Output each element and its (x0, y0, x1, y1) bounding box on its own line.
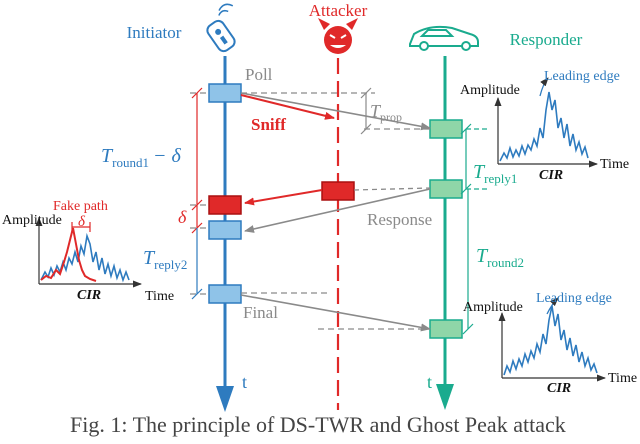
cir-left-delta: δ (78, 214, 86, 230)
cir-top-ylabel: Amplitude (460, 83, 520, 98)
attacker-label: Attacker (309, 1, 368, 20)
t-reply2-label: Treply2 (143, 247, 187, 272)
t-prop-bracket (360, 87, 372, 135)
t-reply1-label: Treply1 (473, 161, 517, 186)
final-label: Final (243, 303, 278, 322)
cir-bottom-annotation: Leading edge (536, 291, 612, 306)
cir-bottom-ylabel: Amplitude (463, 300, 523, 315)
cir-plot-bottom: Amplitude Leading edge CIR Time (463, 291, 637, 396)
response-arrow (244, 188, 431, 233)
t-reply1-bracket (460, 123, 488, 195)
cir-left-delta-bracket (71, 222, 91, 232)
cir-left-blue-curve (40, 232, 130, 283)
cir-bottom-arrow (546, 297, 559, 315)
t-round2-bracket (462, 189, 474, 335)
fake-arrow (244, 189, 323, 206)
response-label: Response (367, 210, 432, 229)
t-reply2-bracket (191, 228, 203, 300)
responder-timeline (436, 56, 454, 410)
poll-box (208, 83, 242, 103)
poll-label: Poll (245, 65, 273, 84)
final-rx-box (429, 319, 463, 339)
cir-plot-top: Amplitude Leading edge CIR Time (460, 69, 629, 183)
cir-top-annotation: Leading edge (544, 69, 620, 84)
cir-bottom-xlabel: CIR (547, 381, 571, 396)
cir-bottom-curve (503, 305, 598, 376)
cir-top-xlabel: CIR (539, 168, 563, 183)
cir-left-xlabel: CIR (77, 288, 101, 303)
cir-plot-left: δ Amplitude Fake path CIR Time (2, 199, 174, 304)
cir-left-red-curve (40, 227, 97, 282)
responder-t-label: t (427, 372, 432, 392)
delta-label: δ (178, 207, 187, 227)
car-icon (409, 25, 479, 51)
initiator-t-label: t (242, 372, 247, 392)
key-fob-icon (206, 3, 236, 53)
poll-arrow (240, 92, 431, 131)
cir-left-ylabel: Amplitude (2, 213, 62, 228)
attacker-dashed-in (353, 187, 431, 191)
final-arrow (240, 294, 431, 332)
cir-bottom-xunit: Time (608, 371, 637, 386)
fake-response-box (208, 195, 242, 215)
response-rx-box (208, 220, 242, 240)
t-round1-bracket (191, 87, 203, 211)
t-round2-label: Tround2 (476, 245, 524, 270)
sniff-arrow (240, 94, 335, 120)
t-prop-label: Tprop (370, 101, 402, 124)
cir-top-curve (499, 91, 589, 162)
initiator-label: Initiator (127, 23, 182, 42)
attacker-box (321, 181, 355, 201)
response-tx-box (429, 179, 463, 199)
poll-rx-box (429, 119, 463, 139)
cir-left-annotation: Fake path (53, 199, 108, 214)
cir-top-xunit: Time (600, 157, 629, 172)
final-box (208, 284, 242, 304)
devil-icon (318, 18, 358, 54)
cir-left-xunit: Time (145, 289, 174, 304)
responder-label: Responder (510, 30, 583, 49)
t-round1-label: Tround1− δ (101, 145, 181, 170)
figure-caption: Fig. 1: The principle of DS-TWR and Ghos… (70, 412, 566, 437)
cir-top-arrow (539, 77, 549, 97)
sniff-label: Sniff (251, 115, 286, 134)
reference-dashes (190, 92, 430, 330)
